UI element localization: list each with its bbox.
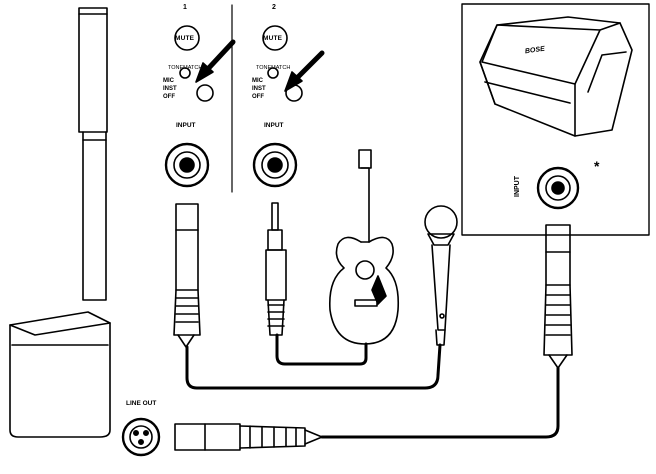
mute-button-icon — [262, 25, 288, 51]
line-out-label: LINE OUT — [126, 400, 157, 407]
microphone-icon — [424, 205, 458, 346]
mute-button-icon — [174, 25, 200, 51]
input-label-ch1: INPUT — [176, 122, 196, 129]
channel-1-number: 1 — [183, 4, 187, 11]
speaker-note-asterisk: * — [594, 158, 600, 174]
xlr-combo-jack-icon — [164, 142, 210, 188]
cable-mic-to-ch1 — [185, 343, 442, 390]
channel-2-number: 2 — [272, 4, 276, 11]
mute-button-ch2[interactable]: MUTE — [263, 35, 283, 42]
xlr-connector-icon — [173, 203, 201, 348]
speaker-input-label: INPUT — [514, 176, 521, 197]
quarter-inch-jack-icon — [265, 202, 287, 336]
acoustic-guitar-icon — [328, 149, 400, 345]
selector-option-inst-ch2[interactable]: INST — [252, 86, 266, 92]
selector-option-mic-ch2[interactable]: MIC — [252, 78, 263, 84]
channel-2-panel — [252, 25, 303, 188]
xlr-combo-jack-icon — [252, 142, 298, 188]
tonematch-label-ch2: TONEMATCH — [256, 65, 291, 71]
selector-option-mic-ch1[interactable]: MIC — [163, 78, 174, 84]
xlr-female-jack-icon — [121, 417, 161, 457]
tonematch-knob-icon — [196, 84, 214, 102]
selector-option-off-ch1[interactable]: OFF — [163, 94, 175, 100]
tonematch-label-ch1: TONEMATCH — [168, 65, 203, 71]
portable-speaker-icon — [479, 16, 633, 137]
xlr-combo-jack-icon — [536, 166, 580, 210]
mute-button-ch1[interactable]: MUTE — [175, 35, 195, 42]
cable-lineout-to-speaker — [320, 366, 560, 439]
channel-1-panel — [164, 25, 214, 188]
selector-option-inst-ch1[interactable]: INST — [163, 86, 177, 92]
selector-option-off-ch2[interactable]: OFF — [252, 94, 264, 100]
arrow-icon — [195, 39, 236, 83]
column-speaker-icon — [9, 7, 111, 438]
xlr-connector-icon — [174, 423, 323, 451]
xlr-connector-icon — [543, 224, 573, 369]
arrow-icon — [284, 50, 325, 92]
input-label-ch2: INPUT — [264, 122, 284, 129]
cable-guitar-to-ch2 — [275, 333, 368, 366]
